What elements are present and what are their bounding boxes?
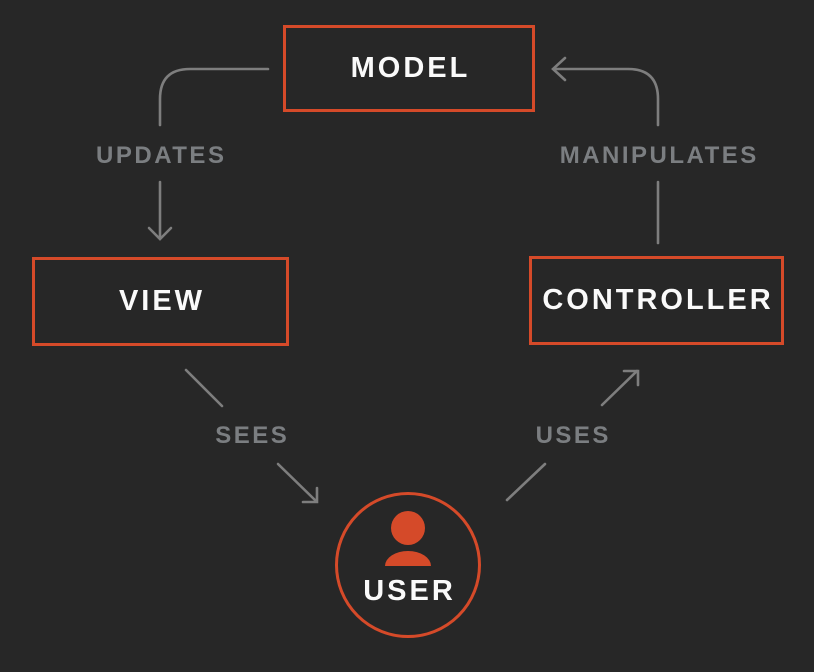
node-user-label: USER <box>363 575 456 607</box>
edge-updates-label: UPDATES <box>96 142 227 169</box>
edge-updates-arrowhead <box>147 226 173 241</box>
node-controller-label: CONTROLLER <box>542 284 774 316</box>
edge-manipulates-arrowhead <box>551 56 567 82</box>
edge-sees-arrowhead <box>301 486 319 504</box>
edge-manipulates-line-top <box>552 67 660 127</box>
edge-sees-label: SEES <box>215 422 290 449</box>
node-model: MODEL <box>283 25 535 112</box>
edge-manipulates-label: MANIPULATES <box>559 142 759 169</box>
node-model-label: MODEL <box>350 52 471 84</box>
edge-uses-label: USES <box>535 422 611 449</box>
edge-sees-line-top <box>184 368 224 408</box>
edge-updates-line-top <box>158 67 270 127</box>
node-user: USER <box>335 492 481 638</box>
person-icon <box>385 511 431 566</box>
edge-uses-line-bottom <box>505 462 547 502</box>
node-view-label: VIEW <box>118 285 206 317</box>
edge-uses-arrowhead <box>622 369 640 387</box>
node-view: VIEW <box>32 257 289 346</box>
edge-uses-line-top <box>600 369 639 407</box>
edge-sees-line-bottom <box>276 462 318 503</box>
node-controller: CONTROLLER <box>529 256 784 345</box>
